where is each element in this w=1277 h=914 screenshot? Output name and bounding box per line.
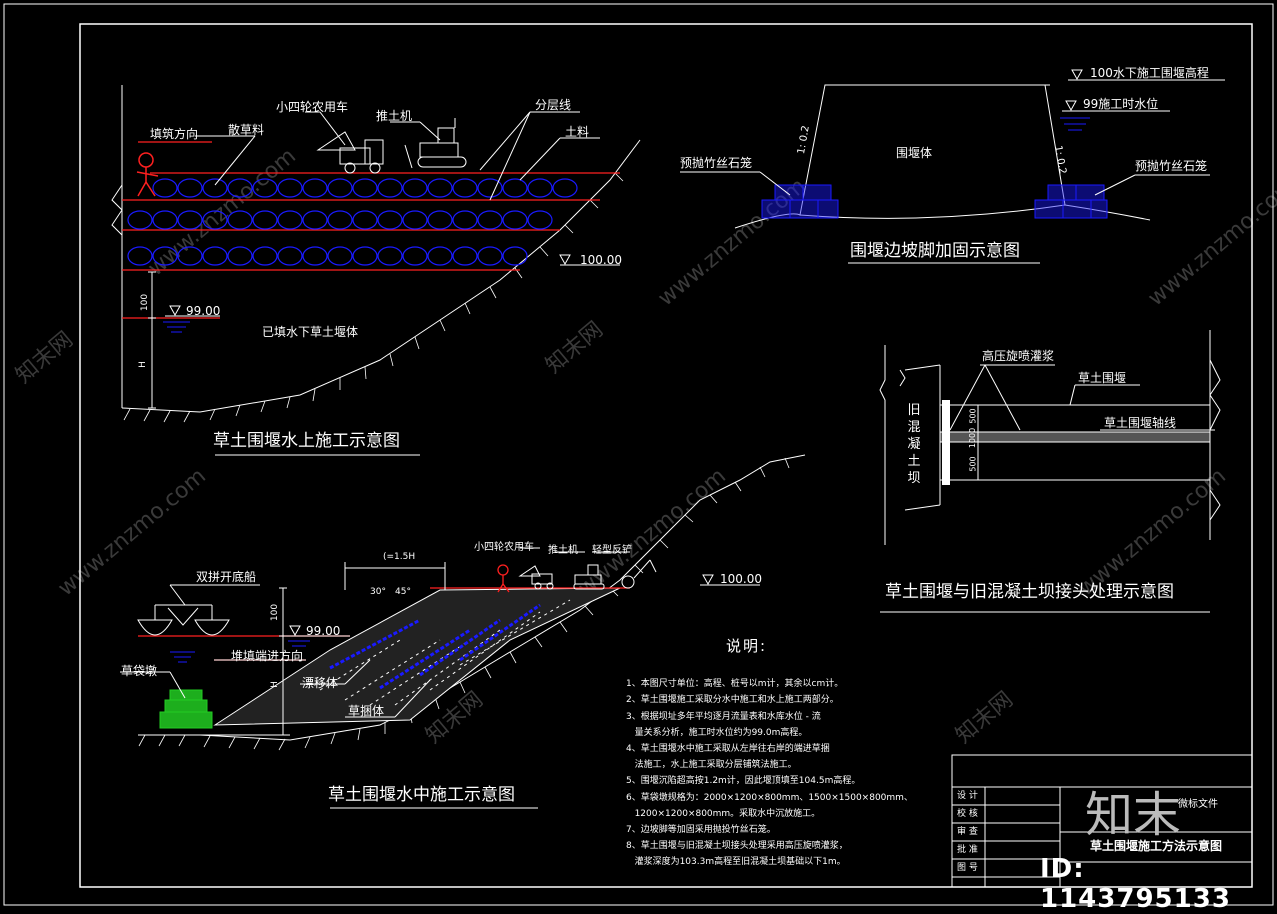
elevation-top-toe: 100水下施工围堰高程 — [1090, 66, 1209, 80]
tractor-icon — [316, 131, 384, 174]
label-tractor: 小四轮农用车 — [276, 100, 349, 114]
title-block-drawing-name: 草土围堰施工方法示意图 — [1090, 839, 1223, 853]
title-block-row: 设 计 — [957, 791, 978, 801]
outer-frame — [3, 3, 1274, 906]
bulldozer-icon — [404, 118, 467, 169]
straw-bag-pier — [159, 689, 213, 729]
title-joint: 草土围堰与旧混凝土坝接头处理示意图 — [885, 582, 1174, 602]
layer-lines — [122, 141, 620, 319]
label-cage-right: 预抛竹丝石笼 — [1135, 159, 1208, 173]
straw-rows — [127, 178, 578, 266]
label-width: (=1.5H — [383, 552, 416, 562]
dim-500-lower: 500 — [968, 456, 978, 472]
note-item: 7、边坡脚等加固采用抛投竹丝石笼。 — [626, 825, 776, 836]
break-mark — [111, 184, 123, 236]
riverbed-hatch — [138, 457, 790, 751]
title-in-water: 草土围堰水中施工示意图 — [328, 785, 515, 805]
title-above-water: 草土围堰水上施工示意图 — [213, 431, 400, 451]
label-bundle: 草捆体 — [348, 704, 385, 718]
dim-1000: 1000 — [968, 427, 978, 449]
label-tractor-small: 小四轮农用车 — [474, 542, 534, 553]
dim-100-water: 100 — [270, 603, 281, 622]
title-block — [951, 754, 1253, 888]
label-straw: 散草料 — [228, 123, 265, 137]
title-block-row: 审 查 — [957, 827, 978, 837]
label-layer-line: 分层线 — [535, 98, 572, 112]
label-excavator: 轻型反铲 — [592, 545, 632, 556]
old-dam-face — [942, 400, 950, 485]
label-angle-30: 30° — [370, 587, 386, 597]
slope-line — [121, 139, 641, 413]
stone-cage-left — [761, 184, 839, 219]
elevation-99: 99.00 — [186, 304, 221, 318]
note-item: 2、草土围堰施工采取分水中施工和水上施工两部分。 — [626, 695, 839, 706]
excavator-icon — [621, 559, 657, 589]
note-item: 5、围堰沉陷超高按1.2m计，因此堰顶填至104.5m高程。 — [626, 776, 861, 787]
elevation-water-toe: 99施工时水位 — [1083, 97, 1159, 111]
id-tag: ID: 1143795133 — [1040, 854, 1231, 914]
dim-h: H — [137, 361, 148, 368]
straw-bundles — [329, 603, 541, 690]
label-bulldozer: 推土机 — [376, 109, 413, 123]
label-old-dam: 旧混凝土坝 — [907, 403, 921, 486]
note-item: 6、草袋墩规格为：2000×1200×800mm、1500×1500×800mm… — [626, 792, 913, 819]
label-filled-body: 已填水下草土堰体 — [262, 325, 359, 339]
elevation-100-water: 100.00 — [720, 572, 762, 586]
riverbed-slope — [199, 454, 806, 741]
note-item: 8、草土围堰与旧混凝土坝接头处理采用高压旋喷灌浆， 灌浆深度为103.3m高程至… — [626, 841, 848, 868]
bulldozer-small-icon — [573, 564, 605, 590]
elevation-100: 100.00 — [580, 253, 622, 267]
notes-block: 说明: 1、本图尺寸单位：高程、桩号以m计，其余以cm计。 2、草土围堰施工采取… — [626, 638, 956, 871]
label-push-direction: 堆填端进方向 — [231, 649, 304, 663]
elevation-99-water: 99.00 — [306, 624, 341, 638]
label-cofferdam: 草土围堰 — [1078, 371, 1127, 385]
note-item: 3、根据坝址多年平均逐月流量表和水库水位 - 流 量关系分析，施工时水位约为99… — [626, 711, 821, 738]
label-cage-left: 预抛竹丝石笼 — [680, 156, 753, 170]
label-grout: 高压旋喷灌浆 — [982, 349, 1055, 363]
notes-heading: 说明: — [726, 637, 768, 655]
label-fill-direction: 填筑方向 — [150, 127, 199, 141]
stone-cage-right — [1034, 184, 1108, 219]
label-soil: 土料 — [565, 125, 590, 139]
dim-h-water: H — [269, 681, 280, 688]
label-bulldozer-small: 推土机 — [548, 545, 578, 556]
view-toe — [680, 69, 1225, 264]
dim-100: 100 — [140, 293, 151, 312]
inner-frame — [79, 23, 1253, 888]
label-boat: 双拼开底船 — [196, 570, 257, 584]
brand-logo: 知末 — [1085, 787, 1182, 843]
fill-texture — [319, 599, 571, 706]
note-item: 1、本图尺寸单位：高程、桩号以m计，其余以cm计。 — [626, 679, 844, 690]
title-block-row: 校 核 — [957, 809, 978, 819]
title-block-company: 微标文件 — [1178, 799, 1218, 810]
label-cofferdam-body: 围堰体 — [896, 146, 933, 160]
label-axis: 草土围堰轴线 — [1104, 416, 1177, 430]
note-item: 4、草土围堰水中施工采取从左岸往右岸的端进草捆 法施工，水上施工采取分层铺筑法施… — [626, 744, 830, 771]
grout-band — [939, 431, 1211, 443]
title-toe: 围堰边坡脚加固示意图 — [850, 241, 1020, 261]
dim-500-upper: 500 — [968, 408, 978, 424]
tractor-small-icon — [518, 565, 554, 590]
view-joint — [879, 330, 1221, 613]
title-block-row: 图 号 — [957, 863, 978, 873]
boat-icon — [137, 584, 260, 636]
label-angle-45: 45° — [395, 587, 411, 597]
label-bag-pier: 草袋墩 — [121, 664, 158, 678]
slope-hatch — [123, 172, 624, 423]
dam-left-edge — [879, 345, 886, 545]
title-block-row: 批 准 — [957, 845, 978, 855]
label-float: 漂移体 — [302, 676, 339, 690]
worker-figure — [136, 152, 159, 197]
view-in-water — [120, 454, 806, 809]
view-above-water — [111, 85, 641, 456]
